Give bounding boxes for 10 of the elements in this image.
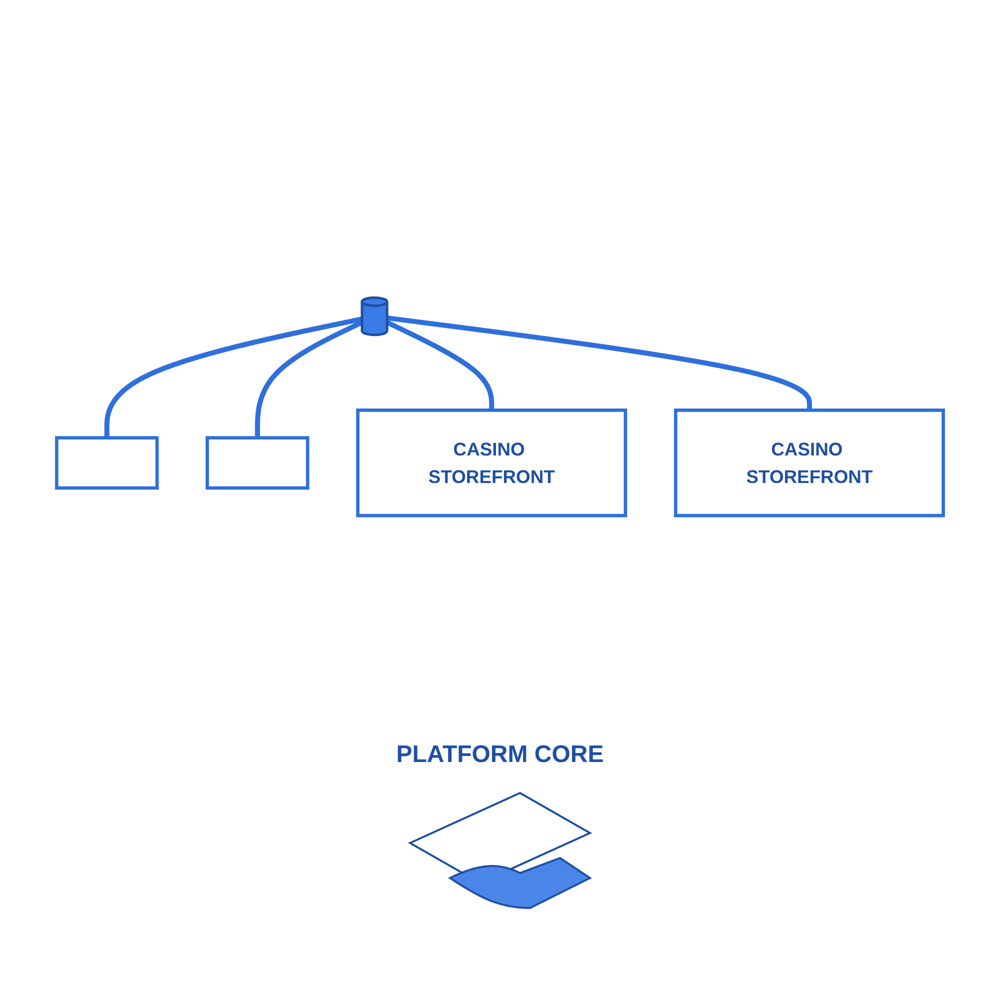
connector bbox=[104, 316, 362, 438]
node-box bbox=[206, 436, 310, 490]
node-box: CASINO STOREFRONT bbox=[356, 408, 628, 518]
node-box: CASINO STOREFRONT bbox=[674, 408, 945, 518]
caption-label: PLATFORM CORE bbox=[396, 741, 604, 769]
connector bbox=[386, 320, 494, 411]
connector bbox=[254, 320, 364, 438]
connector bbox=[386, 316, 812, 411]
node-cylinder bbox=[360, 296, 388, 337]
node-box bbox=[55, 436, 159, 490]
